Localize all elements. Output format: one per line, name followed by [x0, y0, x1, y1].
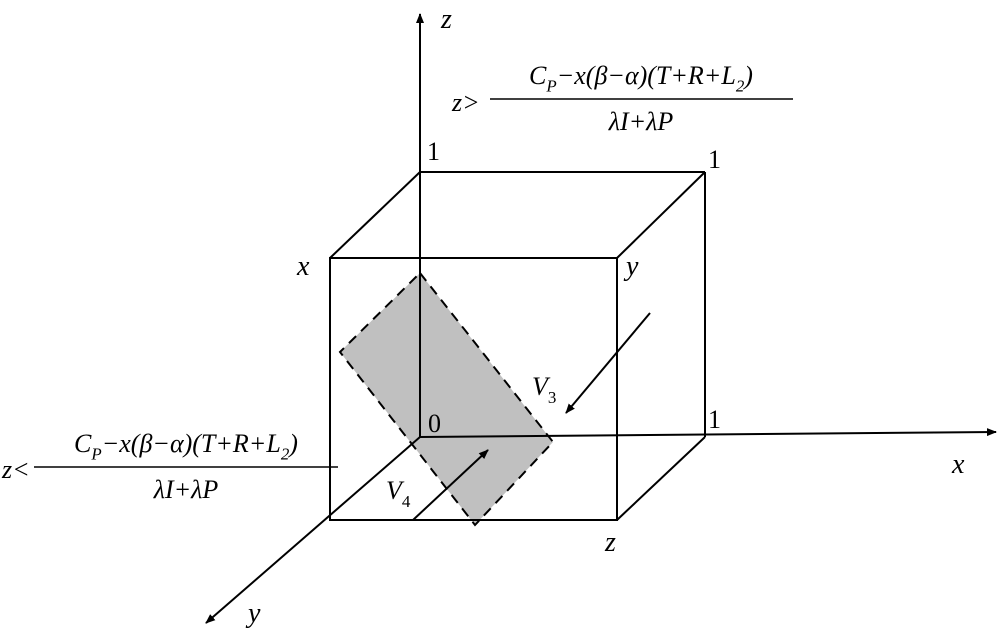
axes [205, 13, 997, 624]
upper-denominator: λI+λP [608, 107, 674, 136]
v3-label: V3 [532, 372, 556, 407]
z-axis-label: z [440, 4, 452, 35]
cube [329, 171, 706, 521]
z-tick-1: 1 [427, 137, 440, 166]
cube-edge-bottom-right [616, 436, 706, 521]
v4-label: V4 [386, 476, 411, 511]
cube-label-z: z [604, 527, 616, 558]
origin-label: 0 [428, 409, 441, 438]
v4-letter: V [386, 476, 405, 505]
shaded-plane [338, 271, 555, 527]
x-axis [419, 428, 997, 438]
lower-numerator: CP−x(β−α)(T+R+L2) [74, 429, 298, 463]
lower-denominator: λI+λP [153, 475, 219, 504]
v3-letter: V [532, 372, 551, 401]
v4-arrow [412, 449, 489, 521]
cube-label-y: y [623, 251, 639, 282]
cube-edge-top-left [329, 171, 421, 259]
v3-subscript: 3 [548, 388, 557, 407]
cube-label-x: x [296, 251, 310, 282]
upper-condition: z> CP−x(β−α)(T+R+L2) λI+λP [451, 61, 793, 136]
upper-condition-prefix: z> [451, 88, 480, 117]
y-axis [205, 436, 421, 624]
lower-condition: z< CP−x(β−α)(T+R+L2) λI+λP [1, 429, 338, 504]
x-tick-1: 1 [708, 405, 721, 434]
cube-edge-top-right [616, 171, 706, 259]
upper-numerator: CP−x(β−α)(T+R+L2) [529, 61, 753, 95]
v4-subscript: 4 [402, 492, 411, 511]
lower-condition-prefix: z< [1, 455, 30, 484]
corner-tick-1: 1 [708, 145, 721, 174]
x-axis-label: x [951, 449, 965, 480]
v3-arrow [565, 312, 651, 414]
y-axis-label: y [245, 598, 261, 629]
